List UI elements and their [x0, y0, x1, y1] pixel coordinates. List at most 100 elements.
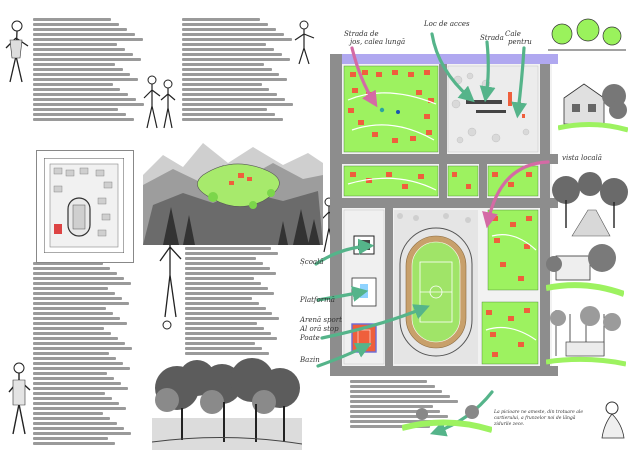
text-line [185, 342, 256, 345]
text-line [33, 437, 108, 440]
text-line [182, 88, 270, 91]
text-line [182, 98, 286, 101]
text-line [350, 420, 456, 423]
text-line [350, 400, 458, 403]
arrow-icon [314, 238, 375, 266]
text-line [33, 312, 113, 315]
arrow-icon [316, 286, 369, 302]
text-line [33, 387, 128, 390]
label-path-2: pentru [508, 38, 532, 46]
text-line [182, 18, 261, 21]
text-line [33, 292, 115, 295]
text-line [33, 43, 117, 46]
label-access-point: Loc de acces [424, 20, 470, 28]
text-line [182, 73, 280, 76]
text-column-left-top [33, 18, 145, 126]
arrow-icon [511, 46, 528, 119]
text-column-mid-top [182, 18, 294, 126]
text-line [350, 385, 435, 388]
label-path: Cale [505, 30, 521, 38]
text-line [33, 327, 104, 330]
text-line [182, 28, 277, 31]
text-line [185, 302, 260, 305]
text-line [350, 405, 433, 408]
text-line [33, 407, 126, 410]
text-line [33, 432, 131, 435]
arrow-icon [316, 343, 372, 368]
text-line [185, 252, 279, 255]
text-line [33, 48, 125, 51]
arrow-icon [350, 46, 378, 108]
figure-icon [143, 75, 176, 129]
text-line [33, 277, 124, 280]
text-line [33, 367, 130, 370]
text-line [182, 93, 278, 96]
text-line [182, 33, 284, 36]
text-line [33, 297, 122, 300]
text-line [33, 282, 131, 285]
text-line [182, 48, 274, 51]
text-line [350, 390, 443, 393]
label-playground: Platformă [300, 296, 335, 304]
text-line [33, 73, 131, 76]
text-line [185, 312, 273, 315]
text-line [182, 83, 262, 86]
residential-block [343, 65, 439, 153]
text-line [33, 402, 119, 405]
text-line [33, 412, 103, 415]
text-line [33, 392, 105, 395]
text-line [33, 287, 108, 290]
text-line [185, 297, 253, 300]
text-line [185, 247, 272, 250]
text-under-map [350, 380, 460, 430]
text-line [185, 352, 269, 355]
arrow-icon [482, 160, 550, 229]
text-line [33, 337, 118, 340]
text-line [182, 78, 288, 81]
text-line [33, 362, 123, 365]
label-sports-1: Arenă sport [300, 316, 342, 324]
text-line [182, 118, 283, 121]
text-line [33, 33, 135, 36]
text-line [33, 103, 144, 106]
text-line [33, 302, 129, 305]
text-line [33, 382, 121, 385]
text-line [33, 28, 128, 31]
plan-thumbnail-frame [36, 150, 134, 263]
forest-sketch [152, 358, 302, 450]
sketch-walkway [552, 172, 628, 237]
text-line [182, 23, 269, 26]
text-line [182, 58, 290, 61]
label-sports-3: Poate [300, 334, 320, 342]
text-line [33, 272, 117, 275]
text-line [182, 103, 293, 106]
residential-block [447, 165, 479, 197]
text-line [33, 63, 115, 66]
text-line [33, 23, 120, 26]
text-line [33, 352, 109, 355]
text-line [33, 83, 113, 86]
text-line [33, 88, 121, 91]
text-line [33, 68, 123, 71]
text-line [33, 372, 107, 375]
text-line [185, 327, 264, 330]
text-line [182, 43, 266, 46]
label-access-point-2: Strada [480, 34, 504, 42]
text-column-left-bottom [33, 262, 133, 447]
text-line [33, 442, 115, 445]
text-line [33, 58, 141, 61]
text-line [33, 78, 139, 81]
text-line [33, 98, 137, 101]
text-line [33, 342, 125, 345]
arrow-icon [320, 304, 430, 340]
text-line [33, 38, 143, 41]
text-line [185, 282, 261, 285]
text-line [185, 262, 263, 265]
caption-bottom-right: La picioare ne ameste, din trotuare ale … [494, 410, 584, 427]
text-line [33, 427, 124, 430]
figure-icon [294, 20, 315, 65]
label-residences-top-2: jos, calea lungă [350, 38, 406, 46]
text-line [33, 93, 129, 96]
residential-block [487, 165, 539, 197]
text-line [33, 322, 127, 325]
